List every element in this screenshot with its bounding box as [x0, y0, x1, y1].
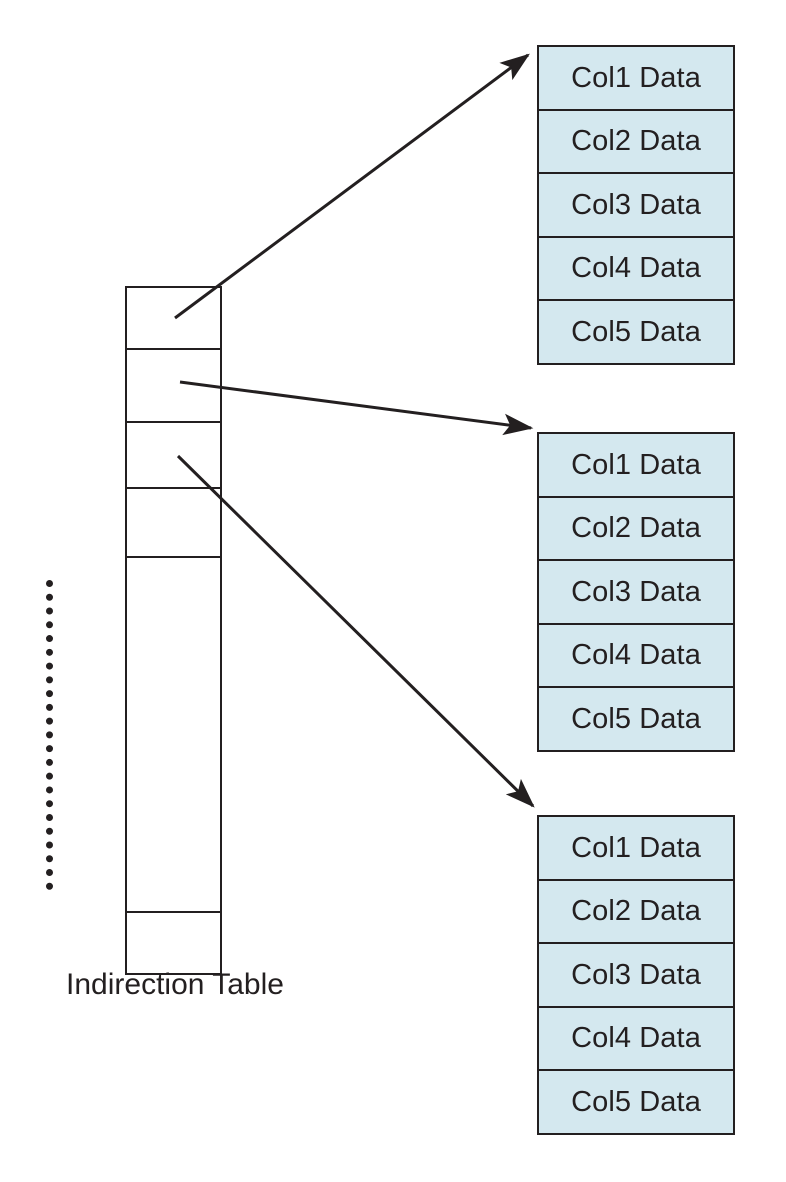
table-row-divider-5 — [127, 911, 220, 913]
table-row-divider-2 — [127, 421, 220, 423]
data-row: Col2 Data — [537, 108, 735, 175]
data-row: Col3 Data — [537, 172, 735, 238]
data-row: Col4 Data — [537, 622, 735, 689]
indirection-table-label: Indirection Table — [66, 968, 284, 1001]
indirection-table — [125, 286, 222, 975]
data-row: Col4 Data — [537, 235, 735, 302]
data-block-record-3: Col1 Data Col2 Data Col3 Data Col4 Data … — [537, 815, 735, 1135]
data-row: Col3 Data — [537, 559, 735, 625]
arrow-slot1-to-record1 — [174, 53, 530, 320]
table-row-divider-3 — [127, 487, 220, 489]
vertical-ellipsis-dots — [46, 580, 53, 890]
data-row: Col2 Data — [537, 878, 735, 945]
data-row: Col5 Data — [537, 686, 735, 752]
data-row: Col1 Data — [537, 815, 735, 881]
data-block-record-1: Col1 Data Col2 Data Col3 Data Col4 Data … — [537, 45, 735, 365]
arrow-slot3-to-record3 — [176, 454, 535, 808]
table-row-divider-4 — [127, 556, 220, 558]
data-row: Col2 Data — [537, 495, 735, 562]
table-row-divider-1 — [127, 348, 220, 350]
data-row: Col1 Data — [537, 432, 735, 498]
data-row: Col5 Data — [537, 299, 735, 365]
data-row: Col3 Data — [537, 942, 735, 1008]
arrow-slot2-to-record2 — [179, 380, 534, 436]
data-row: Col1 Data — [537, 45, 735, 111]
data-row: Col5 Data — [537, 1069, 735, 1135]
data-row: Col4 Data — [537, 1005, 735, 1072]
data-block-record-2: Col1 Data Col2 Data Col3 Data Col4 Data … — [537, 432, 735, 752]
